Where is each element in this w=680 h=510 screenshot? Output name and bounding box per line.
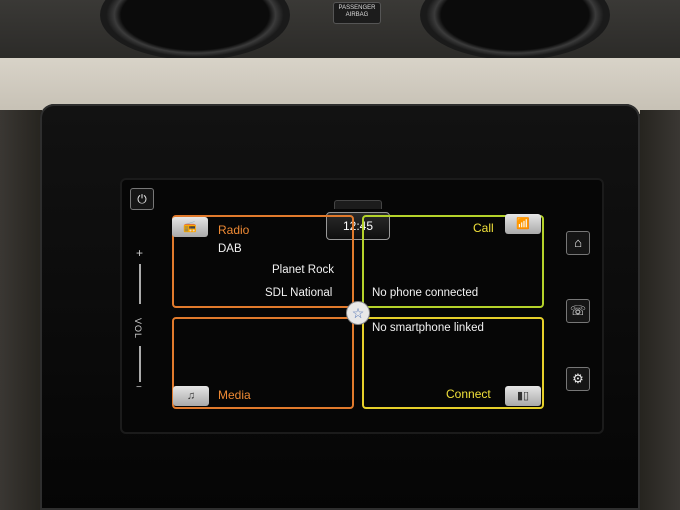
left-air-vent [100, 0, 290, 60]
airbag-label-2: AIRBAG [345, 12, 369, 18]
volume-label: VOL [133, 318, 143, 340]
home-button[interactable]: ⌂ [566, 231, 590, 255]
favourites-button[interactable]: ☆ [346, 301, 370, 325]
media-tile[interactable] [172, 317, 354, 409]
right-trim [640, 110, 680, 510]
volume-plus[interactable]: + [136, 246, 144, 260]
call-tile[interactable] [362, 215, 544, 308]
phone-icon: 📶 [505, 214, 541, 234]
volume-track-lower [139, 346, 141, 382]
media-title: Media [218, 388, 251, 402]
clock-tab [334, 200, 382, 209]
media-icon: ♫ [173, 386, 209, 406]
radio-icon: 📻 [172, 217, 208, 237]
volume-track-upper [139, 264, 141, 304]
settings-gear-icon: ⚙ [572, 371, 584, 386]
right-air-vent [420, 0, 610, 60]
airbag-label-1: PASSENGER [338, 5, 376, 11]
radio-station: Planet Rock [272, 264, 335, 276]
call-status: No phone connected [372, 287, 479, 299]
radio-ensemble: SDL National [265, 287, 333, 299]
connect-tile[interactable] [362, 317, 544, 409]
power-button[interactable]: ⏻ [130, 188, 154, 210]
connect-title: Connect [446, 387, 491, 401]
radio-band: DAB [218, 243, 242, 255]
passenger-airbag-indicator: PASSENGER AIRBAG [333, 2, 381, 24]
left-trim [0, 110, 42, 510]
radio-tile[interactable] [172, 215, 354, 308]
connect-status: No smartphone linked [372, 322, 484, 334]
voice-command-icon: ☏ [569, 303, 587, 318]
volume-minus[interactable]: − [136, 382, 142, 393]
call-title: Call [473, 221, 494, 235]
home-icon: ⌂ [574, 235, 582, 250]
radio-title: Radio [218, 223, 250, 237]
volume-slider[interactable]: + VOL − [133, 246, 147, 396]
voice-command-button[interactable]: ☏ [566, 299, 590, 323]
star-icon: ☆ [351, 305, 365, 321]
power-icon: ⏻ [137, 192, 147, 206]
settings-button[interactable]: ⚙ [566, 367, 590, 391]
smartphone-link-icon: ▮▯ [505, 386, 541, 406]
